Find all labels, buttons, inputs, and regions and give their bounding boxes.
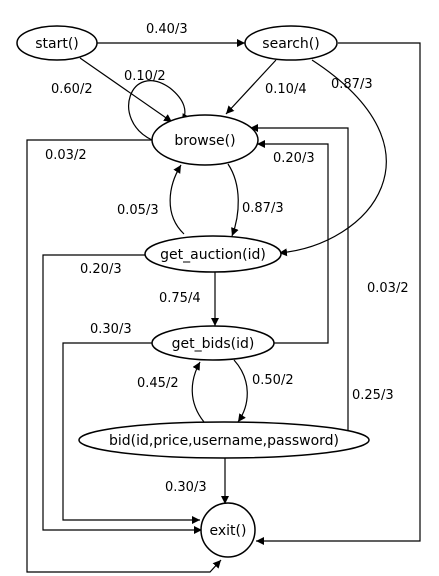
label-search-browse: 0.10/4	[265, 82, 307, 97]
edge-search-browse	[225, 59, 277, 115]
label-bid-get-bids: 0.45/2	[137, 376, 179, 391]
label-get-auction-browse: 0.05/3	[117, 203, 159, 218]
label-get-bids-exit: 0.30/3	[90, 322, 132, 337]
edge-start-browse	[79, 57, 173, 123]
label-start-browse: 0.60/2	[51, 82, 93, 97]
node-bid-label: bid(id,price,username,password)	[109, 433, 339, 449]
node-browse	[151, 114, 259, 166]
label-search-exit: 0.03/2	[367, 281, 409, 296]
edge-search-exit	[256, 42, 421, 545]
node-search-label: search()	[262, 36, 319, 52]
label-get-bids-browse: 0.20/3	[273, 151, 315, 166]
edge-browse-exit	[26, 139, 222, 573]
label-start-search: 0.40/3	[146, 22, 188, 37]
label-get-auction-get-bids: 0.75/4	[159, 291, 201, 306]
node-get-auction-label: get_auction(id)	[160, 247, 266, 263]
node-get-auction	[144, 235, 282, 273]
node-start	[16, 25, 98, 61]
node-start-label: start()	[35, 36, 79, 52]
edge-get-auction-browse	[169, 164, 185, 235]
node-search	[244, 25, 338, 61]
edge-bid-browse	[250, 124, 349, 436]
node-get-bids-label: get_bids(id)	[172, 336, 255, 352]
label-bid-exit: 0.30/3	[165, 480, 207, 495]
edge-search-get-auction	[278, 59, 387, 257]
node-bid	[78, 421, 370, 459]
edge-get-bids-exit	[62, 342, 200, 524]
edge-browse-self	[128, 80, 190, 141]
edge-get-auction-exit	[42, 254, 202, 534]
label-browse-get-auction: 0.87/3	[242, 201, 284, 216]
label-search-get-auction: 0.87/3	[331, 77, 373, 92]
label-get-auction-exit: 0.20/3	[80, 262, 122, 277]
label-browse-exit: 0.03/2	[45, 148, 87, 163]
node-exit-label: exit()	[210, 523, 247, 539]
edge-bid-get-bids	[191, 361, 205, 423]
node-browse-label: browse()	[174, 133, 235, 149]
edge-get-bids-bid	[233, 359, 248, 423]
node-get-bids	[151, 325, 275, 361]
node-exit	[200, 502, 256, 558]
edge-get-bids-browse	[257, 140, 329, 344]
label-get-bids-bid: 0.50/2	[252, 373, 294, 388]
label-bid-browse: 0.25/3	[352, 388, 394, 403]
label-browse-self: 0.10/2	[124, 69, 166, 84]
edge-browse-get-auction	[227, 163, 239, 237]
